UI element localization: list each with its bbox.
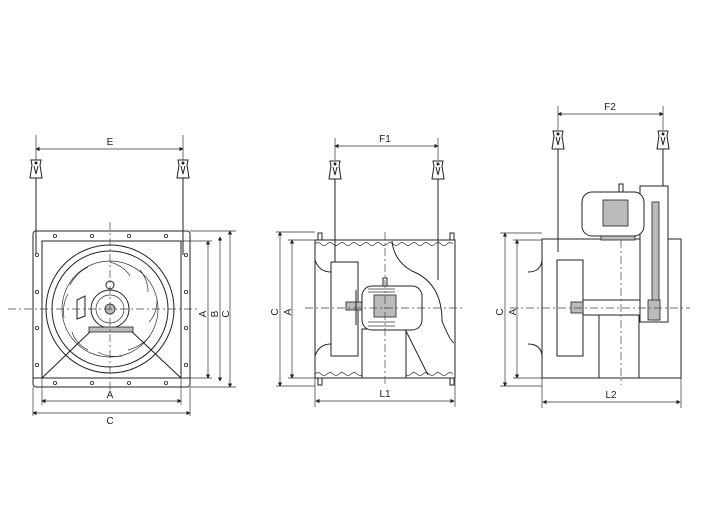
hanger-icon (29, 159, 43, 179)
dim-label-l1: L1 (379, 389, 391, 400)
dim-label-a-bottom: A (107, 390, 114, 401)
shaft (582, 299, 641, 316)
hanger-icon (656, 130, 670, 150)
bolt-holes (35, 233, 188, 385)
front-view (8, 135, 236, 416)
hanger-icon (328, 160, 342, 180)
dim-label-c: C (270, 308, 281, 315)
dim-label-c-bottom: C (106, 416, 113, 427)
side-view-belt-drive (500, 106, 690, 408)
dim-label-e: E (107, 137, 114, 148)
dim-label-c: C (495, 308, 506, 315)
side-view-direct-drive (276, 138, 465, 407)
dim-label-a: A (283, 308, 294, 315)
dim-label-a: A (508, 308, 519, 315)
motor-base (361, 328, 407, 379)
dim-label-f2: F2 (604, 102, 616, 113)
hanger-icon (431, 160, 445, 180)
dim-label-c: C (221, 310, 232, 317)
dim-label-a: A (198, 310, 209, 317)
dim-label-b: B (210, 310, 221, 317)
dim-label-l2: L2 (605, 390, 617, 401)
dim-label-f1: F1 (379, 134, 391, 145)
hanger-icon (551, 130, 565, 150)
impeller-blades (63, 261, 158, 357)
hanger-icon (176, 159, 190, 179)
